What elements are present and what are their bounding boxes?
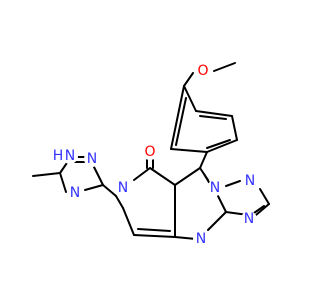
- bond: [213, 62, 236, 72]
- atom-bg: [193, 231, 209, 247]
- bond: [207, 211, 227, 231]
- bond: [203, 173, 211, 185]
- bond: [225, 180, 241, 187]
- bond: [170, 85, 185, 150]
- bond: [195, 110, 233, 117]
- bond: [32, 172, 61, 177]
- bond: [115, 195, 124, 209]
- atom-bg: [115, 180, 131, 196]
- bond: [259, 188, 270, 205]
- atom-nitrogen-pyridone: N: [115, 180, 131, 196]
- atom-oxygen-methoxy: O: [195, 63, 211, 79]
- atom-nitrogen-triazole-2: N: [84, 151, 100, 167]
- structure-svg: O O N H N N N N: [32, 62, 270, 247]
- atom-bg: [62, 148, 78, 164]
- atom-nitrogen-pyrimidine: N: [193, 231, 209, 247]
- atom-bg: [242, 173, 258, 189]
- atom-label: N: [196, 231, 206, 247]
- atom-label: O: [197, 63, 208, 79]
- bond: [183, 72, 194, 87]
- atom-bg: [142, 144, 158, 160]
- bond: [199, 151, 208, 169]
- atom-bg: [195, 63, 211, 79]
- bond: [133, 167, 151, 181]
- atom-label: N: [244, 211, 254, 227]
- bond: [59, 172, 67, 193]
- atom-oxygen-carbonyl: O: [142, 144, 158, 160]
- bond: [253, 205, 265, 214]
- atom-labels: O O N H N N N N: [51, 63, 258, 247]
- atom-bg: [51, 149, 65, 163]
- atom-nitrogen-triazole-bottom: N: [241, 211, 257, 227]
- bond: [255, 203, 270, 216]
- atom-nitrogen-triazole-nh: N: [62, 148, 78, 164]
- atom-nitrogen-triazole-4: N: [67, 185, 83, 201]
- bond: [206, 139, 238, 153]
- bond: [137, 228, 171, 232]
- bond: [199, 115, 227, 120]
- atom-bg: [67, 185, 83, 201]
- atom-bg: [207, 180, 223, 196]
- atom-bg: [84, 151, 100, 167]
- atom-nitrogen-bridge: N: [207, 180, 223, 196]
- atom-nitrogen-triazole-top: N: [242, 173, 258, 189]
- bond: [122, 207, 135, 236]
- bond: [175, 97, 187, 146]
- bond: [183, 85, 197, 112]
- atom-label: N: [65, 148, 75, 164]
- bond: [84, 184, 104, 191]
- bond-lines: [32, 62, 270, 240]
- bond: [170, 148, 208, 153]
- atom-hydrogen-triazole: H: [51, 148, 65, 164]
- bond: [133, 234, 176, 238]
- bond: [206, 139, 231, 149]
- atom-label: H: [53, 148, 64, 164]
- atom-label: O: [144, 144, 155, 160]
- atom-label: N: [87, 151, 97, 167]
- atom-label: N: [118, 180, 128, 196]
- molecule-structure: O O N H N N N N: [32, 62, 270, 247]
- bond: [102, 184, 117, 197]
- atom-label: N: [70, 185, 80, 201]
- bond: [174, 167, 201, 186]
- bond: [217, 195, 227, 213]
- atom-label: N: [245, 173, 255, 189]
- atom-label: N: [210, 180, 220, 196]
- bond: [174, 236, 197, 240]
- atom-bg: [241, 211, 257, 227]
- bond: [231, 115, 238, 141]
- bond: [149, 167, 176, 186]
